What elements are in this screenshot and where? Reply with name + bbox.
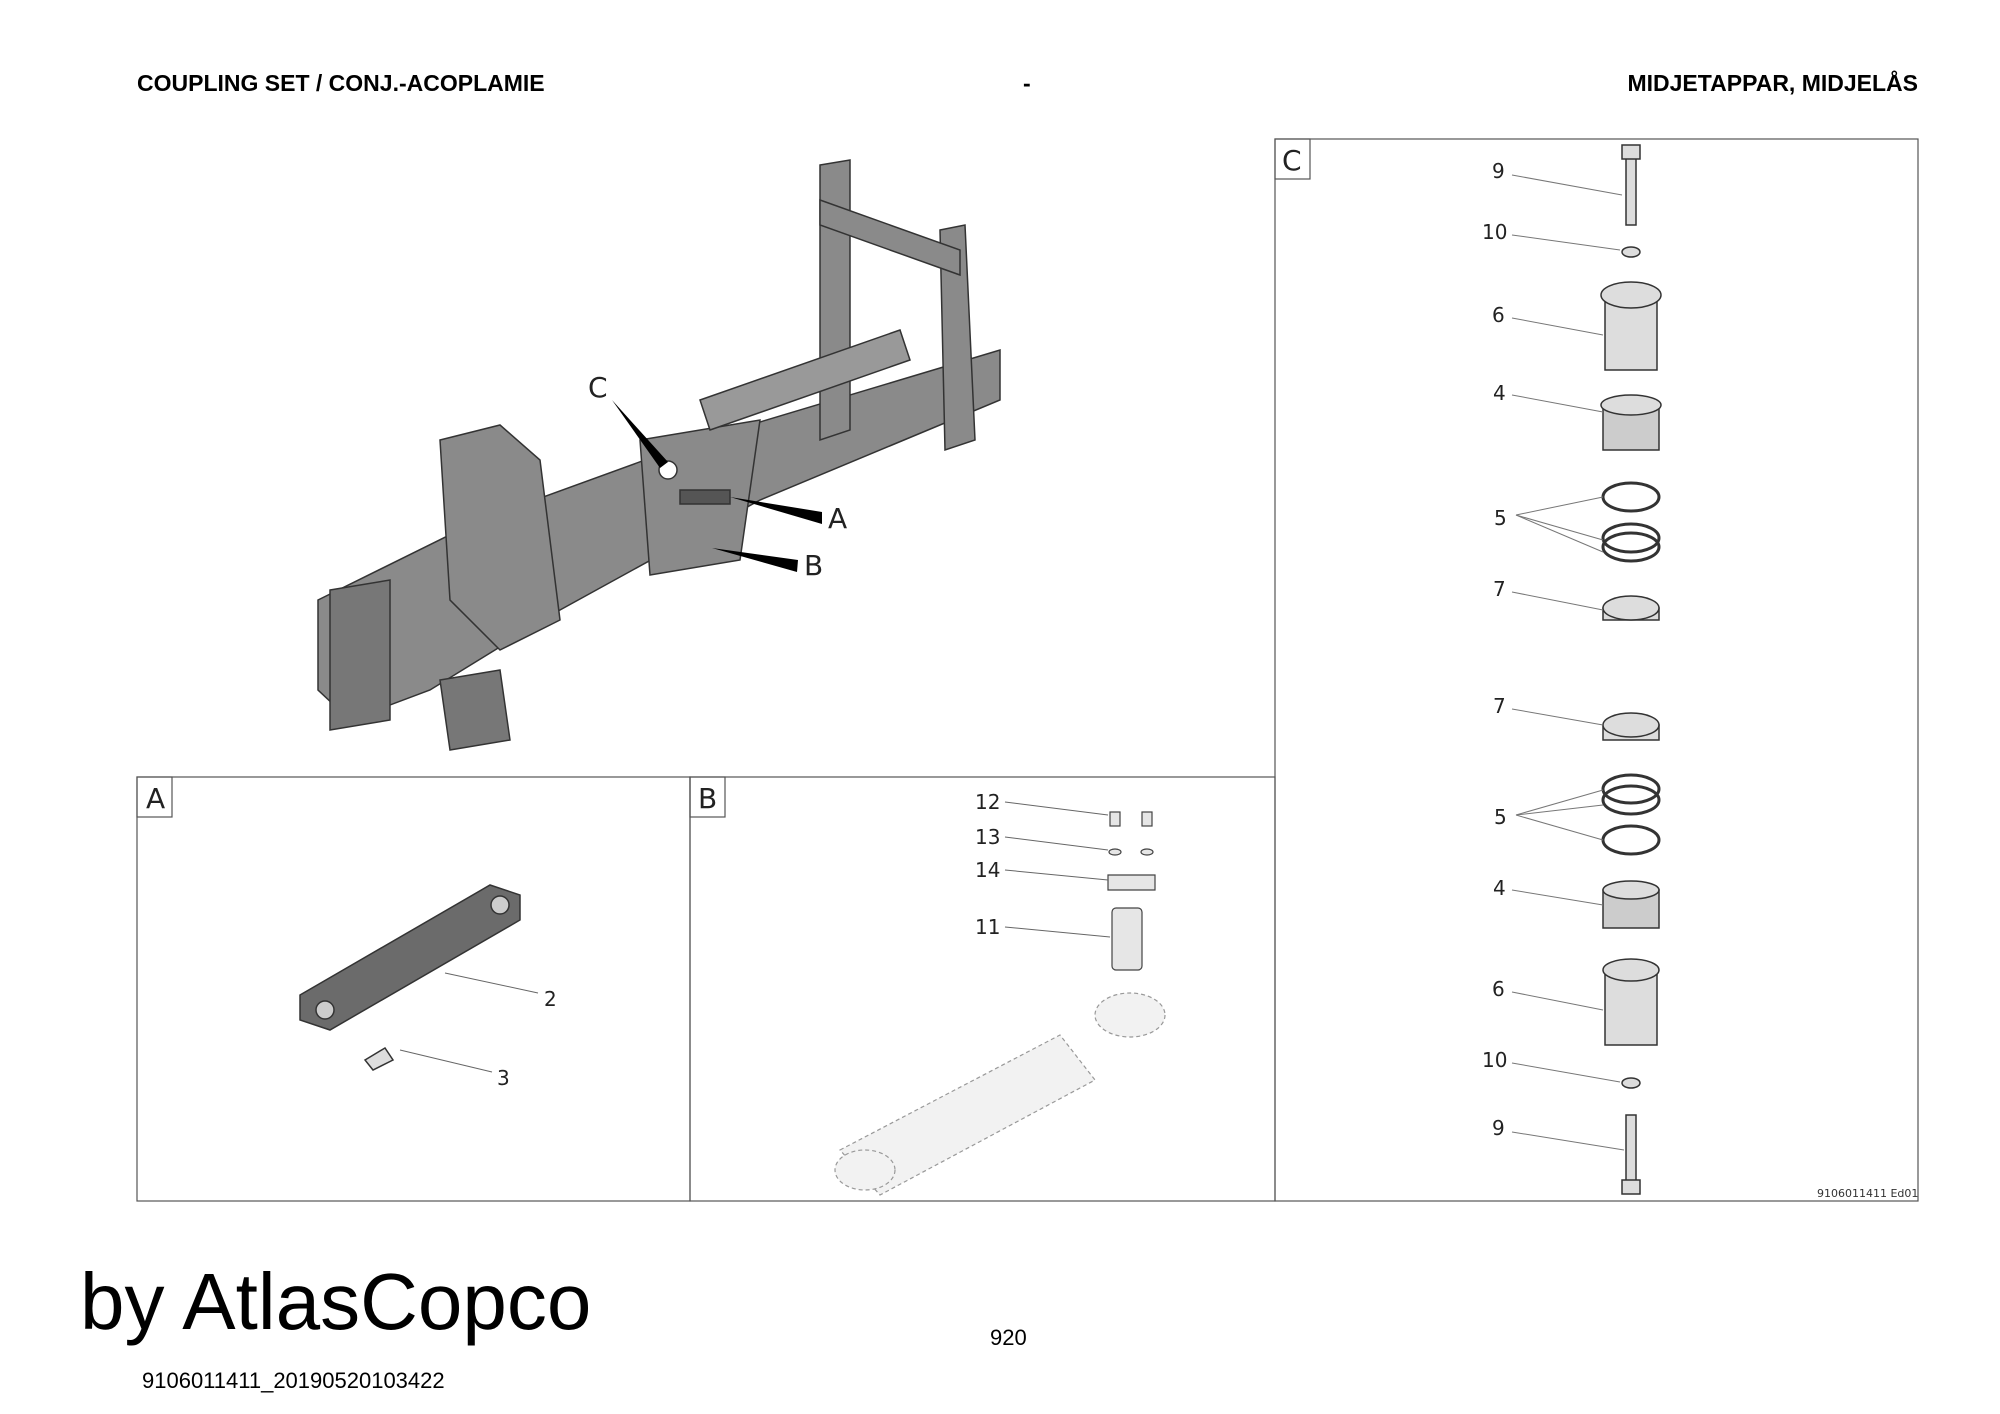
page-title-left: COUPLING SET / CONJ.-ACOPLAMIE (137, 70, 545, 96)
part-label-7b: 7 (1493, 694, 1506, 718)
part-label-12: 12 (975, 790, 1000, 814)
exploded-parts-drawing (1600, 144, 1662, 1195)
page-title-right: MIDJETAPPAR, MIDJELÅS (1627, 70, 1918, 96)
part-label-7: 7 (1493, 577, 1506, 601)
leader-lines-a (399, 972, 539, 1073)
part-label-5b: 5 (1494, 805, 1507, 829)
leader-lines-b (1004, 801, 1111, 938)
brand-watermark: by AtlasCopco (80, 1257, 592, 1346)
panel-c-label: C (1282, 144, 1302, 177)
callout-b: B (804, 549, 823, 582)
part-label-11: 11 (975, 915, 1000, 939)
panel-b-label: B (698, 782, 717, 815)
page-number: 920 (990, 1325, 1027, 1350)
part-label-13: 13 (975, 825, 1000, 849)
callout-c: C (588, 371, 608, 404)
machine-frame-drawing (317, 159, 1001, 751)
part-label-3: 3 (497, 1066, 510, 1090)
panel-a-label: A (146, 782, 165, 815)
page-title-center: - (1023, 70, 1031, 96)
part-label-6: 6 (1492, 303, 1505, 327)
part-label-2: 2 (544, 987, 557, 1011)
callout-pointers (612, 400, 822, 572)
drawing-reference: 9106011411 Ed01 (1817, 1187, 1918, 1200)
part-label-14: 14 (975, 858, 1000, 882)
part-label-6b: 6 (1492, 977, 1505, 1001)
part-label-9: 9 (1492, 159, 1505, 183)
part-label-10: 10 (1482, 220, 1507, 244)
part-label-4b: 4 (1493, 876, 1506, 900)
leader-lines-c (1511, 174, 1625, 1151)
part-label-5: 5 (1494, 506, 1507, 530)
pin-assembly-drawing (834, 811, 1166, 1196)
part-label-4: 4 (1493, 381, 1506, 405)
panel-frames (136, 138, 1919, 1202)
part-label-9b: 9 (1492, 1116, 1505, 1140)
coupling-link-drawing (299, 884, 521, 1071)
document-reference: 9106011411_20190520103422 (142, 1368, 445, 1393)
callout-a: A (828, 502, 847, 535)
part-label-10b: 10 (1482, 1048, 1507, 1072)
